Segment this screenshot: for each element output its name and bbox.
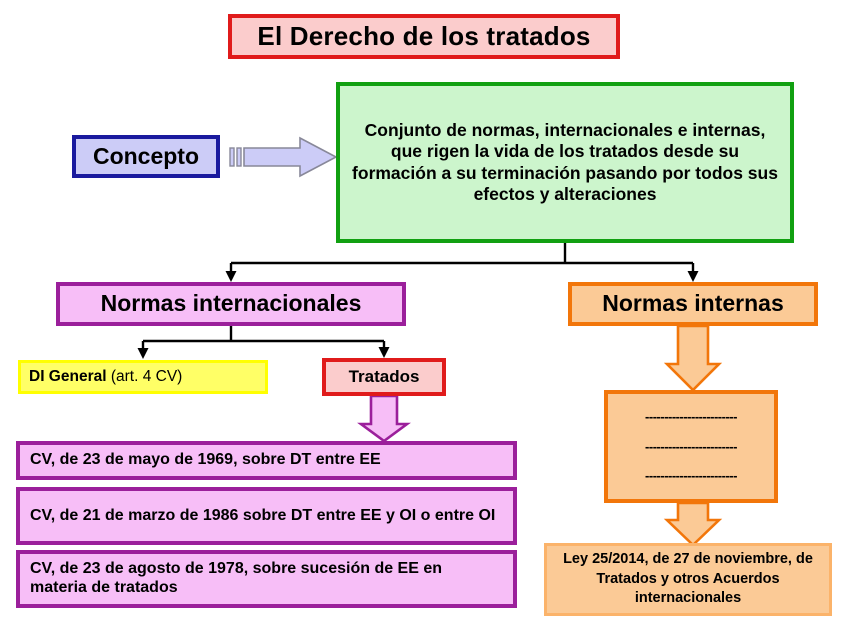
internal-rules-placeholder-box: ------------------------ ---------------…: [604, 390, 778, 503]
concepto-label: Concepto: [92, 142, 200, 169]
block-arrow-concepto-to-definition: [229, 136, 338, 178]
block-arrow-normas-internas-to-rules: [663, 324, 723, 392]
tratados-label: Tratados: [348, 366, 420, 386]
placeholder-line: ------------------------: [645, 409, 737, 425]
convention-1986-box: CV, de 21 de marzo de 1986 sobre DT entr…: [16, 487, 517, 545]
di-general-box: DI General (art. 4 CV): [18, 360, 268, 394]
block-arrow-tratados-to-conventions: [357, 394, 411, 443]
convention-1969-box: CV, de 23 de mayo de 1969, sobre DT entr…: [16, 441, 517, 480]
arrowhead-di-general: [137, 348, 149, 359]
di-general-strong: DI General: [29, 367, 107, 385]
block-arrow-rules-to-ley: [663, 501, 723, 547]
page-title: El Derecho de los tratados: [257, 21, 591, 52]
placeholder-line: ------------------------: [645, 468, 737, 484]
tratados-box: Tratados: [322, 358, 446, 396]
convention-1986-text: CV, de 21 de marzo de 1986 sobre DT entr…: [30, 506, 496, 524]
title-box: El Derecho de los tratados: [228, 14, 620, 59]
placeholder-line: ------------------------: [645, 438, 737, 454]
normas-internas-label: Normas internas: [602, 290, 784, 317]
convention-1969-text: CV, de 23 de mayo de 1969, sobre DT entr…: [30, 451, 381, 469]
arrowhead-normas-internas: [687, 271, 699, 282]
arrowhead-normas-internacionales: [225, 271, 237, 282]
definition-box: Conjunto de normas, internacionales e in…: [336, 82, 794, 243]
concepto-box: Concepto: [72, 135, 220, 178]
definition-text: Conjunto de normas, internacionales e in…: [352, 119, 778, 204]
normas-internas-box: Normas internas: [568, 282, 818, 326]
di-general-label: DI General (art. 4 CV): [29, 368, 182, 386]
convention-1978-text: CV, de 23 de agosto de 1978, sobre suces…: [30, 560, 443, 596]
ley-25-2014-box: Ley 25/2014, de 27 de noviembre, de Trat…: [544, 543, 832, 616]
normas-internacionales-box: Normas internacionales: [56, 282, 406, 326]
normas-internacionales-label: Normas internacionales: [100, 290, 362, 317]
arrowhead-tratados: [378, 347, 390, 358]
convention-1978-box: CV, de 23 de agosto de 1978, sobre suces…: [16, 550, 517, 608]
di-general-article: (art. 4 CV): [106, 367, 183, 385]
ley-25-2014-text: Ley 25/2014, de 27 de noviembre, de Trat…: [563, 551, 813, 607]
